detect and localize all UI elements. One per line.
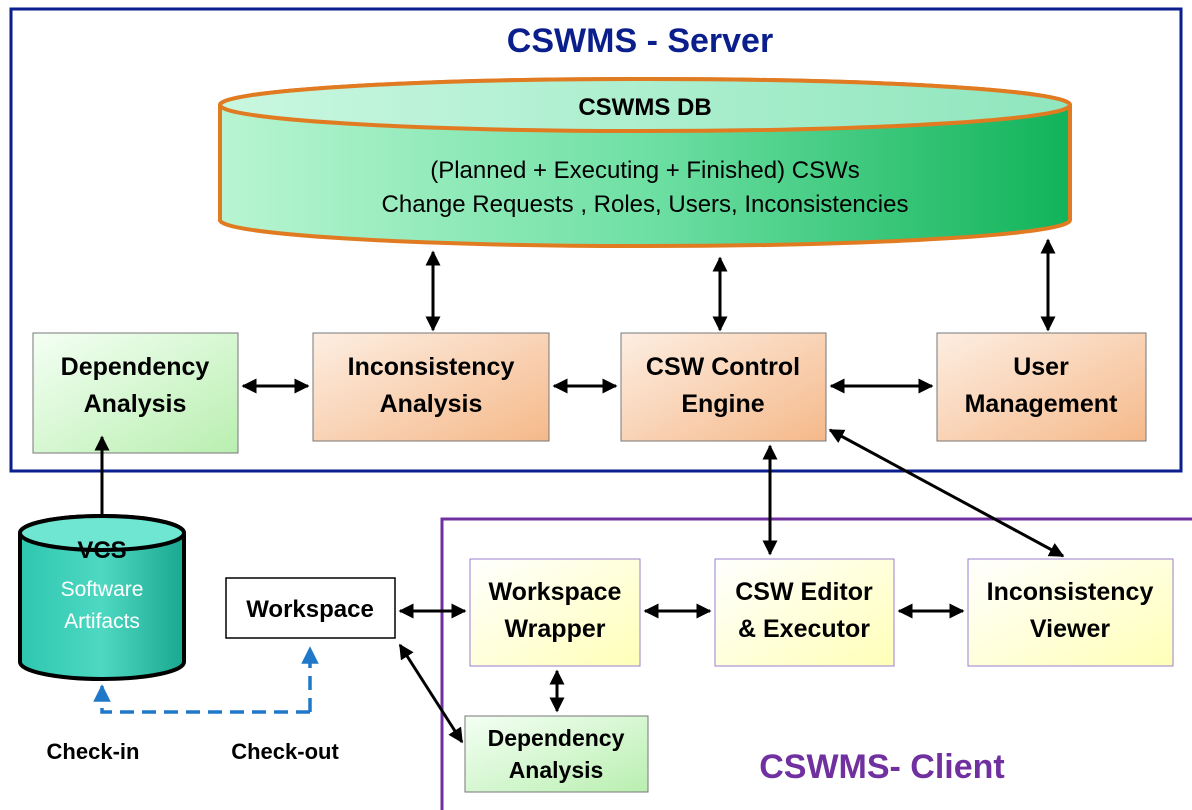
check-in-arrow xyxy=(93,684,310,714)
client-dependency-analysis-box: Dependency Analysis xyxy=(464,715,649,793)
workspace-label: Workspace xyxy=(246,596,374,623)
server-dependency-analysis-box: Dependency Analysis xyxy=(32,332,239,454)
csw-control-engine-box: CSW Control Engine xyxy=(620,332,827,442)
server-dependency-label-1: Dependency xyxy=(61,353,210,381)
control-engine-label-2: Engine xyxy=(681,390,764,418)
inconsistency-viewer-label-1: Inconsistency xyxy=(987,578,1154,606)
vcs-line-2: Artifacts xyxy=(64,610,140,633)
inconsistency-viewer-box: Inconsistency Viewer xyxy=(967,558,1174,667)
user-management-box: User Management xyxy=(936,332,1147,442)
user-management-label-1: User xyxy=(1013,353,1069,381)
inconsistency-viewer-label-2: Viewer xyxy=(1030,615,1110,643)
cswms-db-cylinder: CSWMS DB (Planned + Executing + Finished… xyxy=(218,77,1072,248)
client-dependency-label-2: Analysis xyxy=(509,757,604,783)
control-engine-label-1: CSW Control xyxy=(646,353,800,381)
vcs-cylinder: VCS Software Artifacts xyxy=(18,514,186,681)
editor-executor-label-2: & Executor xyxy=(738,615,870,643)
db-line-1: (Planned + Executing + Finished) CSWs xyxy=(430,157,860,184)
db-title: CSWMS DB xyxy=(578,94,711,121)
inconsistency-analysis-label-1: Inconsistency xyxy=(348,353,515,381)
editor-executor-label-1: CSW Editor xyxy=(735,578,873,606)
server-title: CSWMS - Server xyxy=(507,22,773,60)
db-line-2: Change Requests , Roles, Users, Inconsis… xyxy=(382,191,909,218)
inconsistency-analysis-box: Inconsistency Analysis xyxy=(312,332,550,442)
workspace-wrapper-label-2: Wrapper xyxy=(505,615,606,643)
csw-editor-executor-box: CSW Editor & Executor xyxy=(714,558,895,667)
workspace-wrapper-box: Workspace Wrapper xyxy=(469,558,641,667)
vcs-line-1: Software xyxy=(61,578,144,601)
workspace-box: Workspace xyxy=(225,577,396,639)
inconsistency-analysis-label-2: Analysis xyxy=(380,390,483,418)
server-dependency-label-2: Analysis xyxy=(84,390,187,418)
client-title: CSWMS- Client xyxy=(759,748,1005,786)
user-management-label-2: Management xyxy=(965,390,1118,418)
arrow-engine-viewer xyxy=(828,428,1065,558)
client-dependency-label-1: Dependency xyxy=(488,725,625,751)
arrow-workspace-client-dependency xyxy=(398,643,464,744)
check-in-label: Check-in xyxy=(47,739,140,764)
workspace-wrapper-label-1: Workspace xyxy=(489,578,622,606)
vcs-title: VCS xyxy=(77,537,126,564)
check-out-label: Check-out xyxy=(231,739,339,764)
